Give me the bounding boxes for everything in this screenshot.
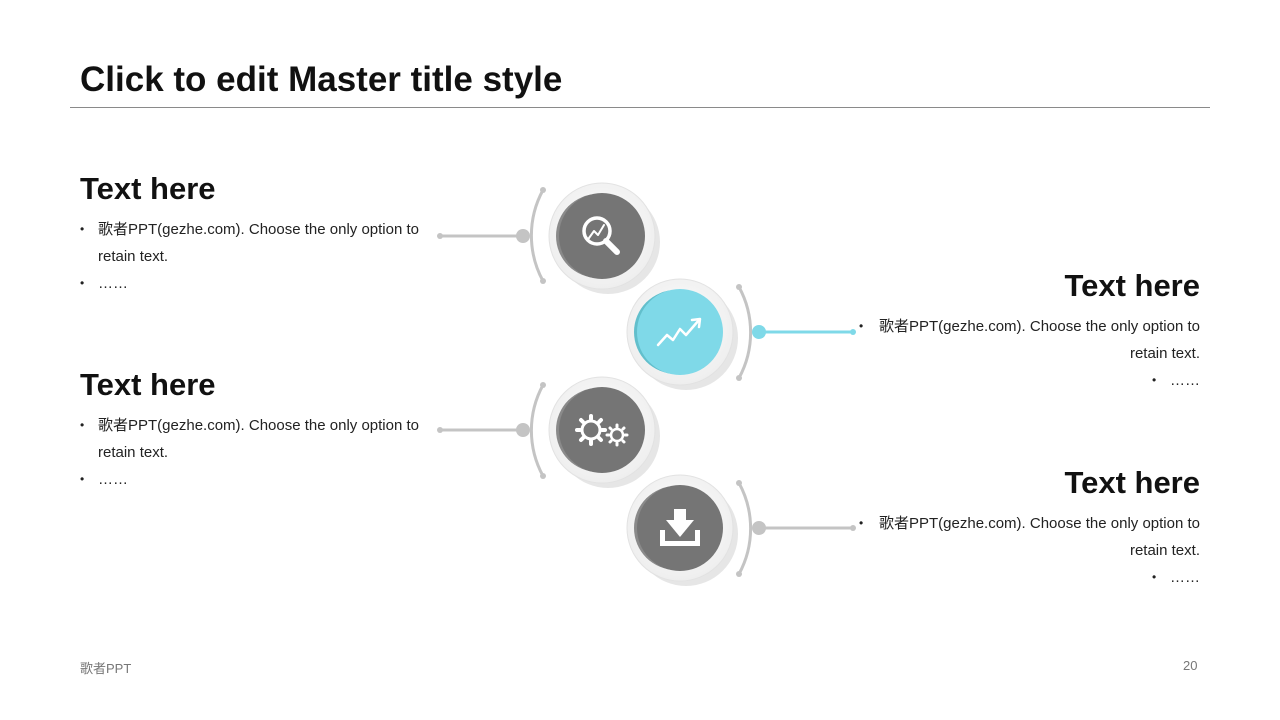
step-1-disc [559, 193, 645, 279]
step-2-body: 歌者PPT(gezhe.com). Choose the only option… [855, 313, 1200, 367]
title-divider [70, 107, 1210, 108]
step-2-ellipsis: …… [1152, 367, 1200, 394]
step-4-node [626, 474, 856, 586]
step-1-text: Text here 歌者PPT(gezhe.com). Choose the o… [80, 171, 425, 297]
step-2-connector-arc [737, 286, 753, 379]
step-4-text: Text here 歌者PPT(gezhe.com). Choose the o… [855, 465, 1200, 591]
step-2-heading: Text here [1064, 268, 1200, 303]
step-2-node [626, 278, 856, 390]
step-2-connector-dot [752, 325, 766, 339]
step-3-body: 歌者PPT(gezhe.com). Choose the only option… [80, 412, 425, 466]
footer-brand: 歌者PPT [80, 661, 132, 676]
gears-icon [575, 414, 629, 447]
step-2-text: Text here 歌者PPT(gezhe.com). Choose the o… [855, 268, 1200, 394]
step-1-body: 歌者PPT(gezhe.com). Choose the only option… [80, 216, 425, 270]
step-4-connector-dot [752, 521, 766, 535]
step-3-connector-arc [529, 384, 545, 477]
step-1-bullets: 歌者PPT(gezhe.com). Choose the only option… [80, 216, 425, 297]
step-3-text: Text here 歌者PPT(gezhe.com). Choose the o… [80, 367, 425, 493]
step-1-connector-arc [529, 189, 545, 282]
step-3-heading: Text here [80, 367, 216, 402]
step-4-connector-arc [737, 482, 753, 575]
step-4-body: 歌者PPT(gezhe.com). Choose the only option… [855, 510, 1200, 564]
step-2-bullets: 歌者PPT(gezhe.com). Choose the only option… [855, 313, 1200, 394]
step-1-connector-dot [516, 229, 530, 243]
step-3-node [437, 376, 660, 488]
step-1-heading: Text here [80, 171, 216, 206]
page-number: 20 [1183, 658, 1198, 673]
slide-title: Click to edit Master title style [80, 60, 563, 99]
trend-arrow-icon [656, 317, 702, 347]
step-3-connector-dot [516, 423, 530, 437]
step-2-disc [637, 289, 723, 375]
step-1-ellipsis: …… [80, 270, 425, 297]
step-4-ellipsis: …… [1152, 564, 1200, 591]
magnifier-chart-icon [582, 216, 620, 255]
step-4-bullets: 歌者PPT(gezhe.com). Choose the only option… [855, 510, 1200, 591]
step-3-bullets: 歌者PPT(gezhe.com). Choose the only option… [80, 412, 425, 493]
download-icon [660, 509, 700, 546]
step-4-heading: Text here [1064, 465, 1200, 500]
step-1-node [437, 182, 660, 294]
step-3-ellipsis: …… [80, 466, 425, 493]
